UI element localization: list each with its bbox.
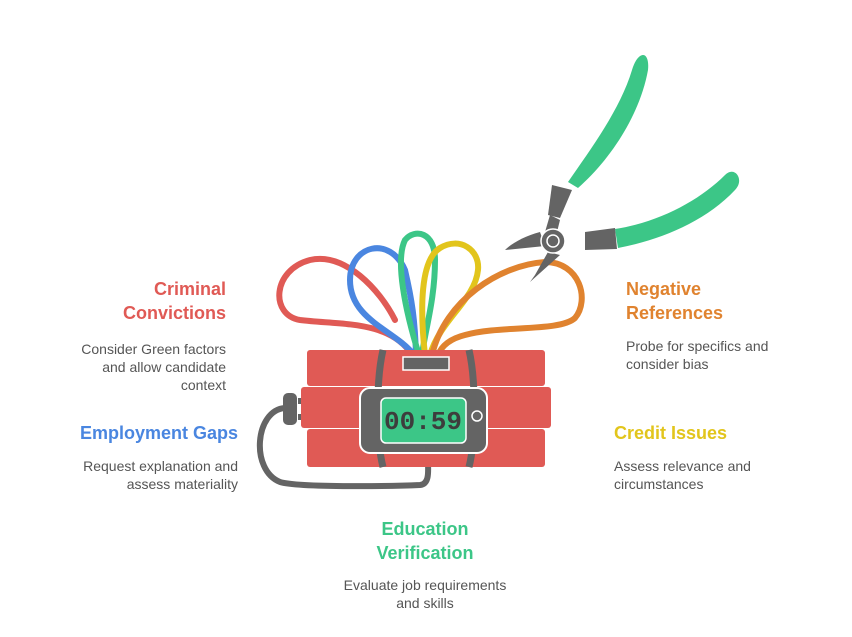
plug (283, 393, 297, 425)
credit-title: Credit Issues (614, 423, 728, 443)
wire-orange (429, 258, 585, 358)
cable (257, 405, 432, 490)
timer-display: 00:59 (384, 407, 462, 437)
employment-desc: Request explanation and assess materiali… (83, 458, 238, 492)
wire-blue (346, 245, 419, 358)
timer-screen (380, 397, 467, 444)
wire-green (397, 230, 439, 358)
credit-desc: Assess relevance and circumstances (614, 458, 751, 492)
pliers[interactable] (505, 55, 740, 282)
timer-button (471, 410, 483, 422)
negative-title: Negative References (626, 279, 724, 323)
employment-title: Employment Gaps (79, 423, 238, 443)
criminal-desc: Consider Green factors and allow candida… (81, 341, 226, 393)
wire-red (276, 255, 415, 358)
criminal-title: Criminal Convictions (122, 279, 226, 323)
negative-desc: Probe for specifics and consider bias (626, 338, 769, 372)
education-desc: Evaluate job requirements and skills (343, 577, 507, 611)
education-title: Education Verification (376, 519, 474, 563)
